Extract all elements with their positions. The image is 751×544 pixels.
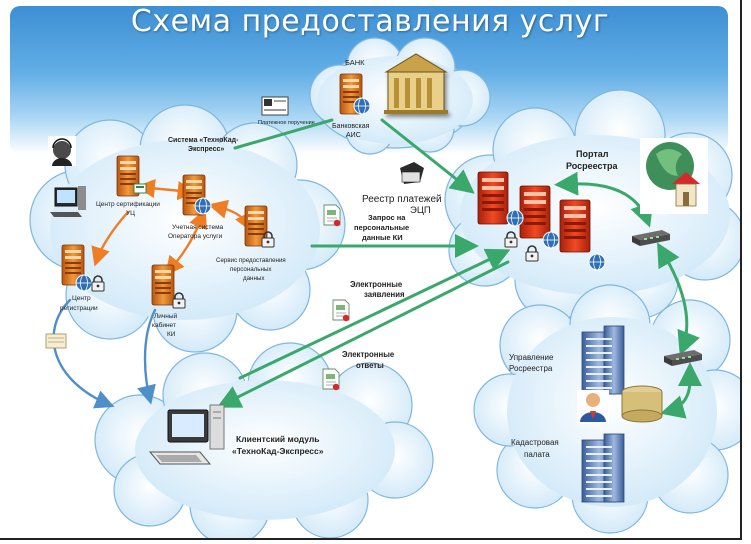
reg-center-label-2: регистрации: [60, 305, 98, 312]
operator-headset-icon: [48, 136, 76, 166]
slide-title: Схема предоставления услуг: [130, 4, 610, 39]
pd-request-doc-icon: [323, 204, 341, 227]
portal-label-1: Портал: [576, 149, 609, 159]
arrow-registration-client: [52, 298, 115, 409]
arrow-portal-client: [216, 260, 510, 408]
directorate-building-icon: [581, 325, 625, 395]
arrow-cabinet-client: [137, 308, 157, 405]
e-answers-label-1: Электронные: [342, 350, 395, 359]
arrow-portal-switch: [554, 171, 654, 228]
client-label-1: Клиентский модуль: [236, 434, 320, 444]
registry-label-2: ЭЦП: [410, 205, 431, 216]
bank-ais-label-1: Банковская: [332, 123, 370, 130]
diagram: БАНК Банковская АИС Платежное поручение …: [29, 37, 740, 538]
payment-order-label: Платежное поручение: [258, 120, 315, 126]
operator-label-1: Учетная система: [172, 224, 224, 231]
reg-center-label-1: Центр: [72, 295, 91, 302]
registry-icon: [400, 162, 424, 184]
workstation-icon: [50, 186, 86, 217]
operator-label-2: Оператора услуги: [168, 233, 223, 240]
answers-doc-icon: [322, 368, 340, 391]
registry-label-1: Реестр платежей: [362, 194, 442, 205]
directorate-label-1: Управление: [509, 353, 554, 362]
client-computer-icon: [148, 404, 225, 465]
registration-globe-icon: [75, 274, 93, 292]
cabinet-label-2: кабинет: [152, 321, 176, 329]
client-label-2: «ТехноКад-Экспресс»: [232, 446, 324, 456]
pd-request-label-3: данные КИ: [362, 233, 403, 242]
database-icon: [621, 385, 663, 423]
arrow-uc-registration: [91, 210, 130, 267]
arrow-bank-portal: [380, 118, 475, 194]
directorate-label-2: Росреестра: [509, 364, 553, 373]
arrow-switch-db: [660, 362, 702, 419]
bank-label: БАНК: [345, 58, 365, 67]
cert-center-label-2: УЦ: [126, 210, 135, 217]
bank-ais-label-2: АИС: [346, 132, 361, 139]
bank-building-icon: [384, 53, 448, 114]
cabinet-label-3: КИ: [167, 331, 176, 338]
e-answers-label-2: ответы: [356, 361, 384, 370]
arrow-system-bank: [233, 118, 334, 150]
statements-doc-icon: [332, 299, 350, 322]
pd-service-label-2: персональных: [230, 266, 272, 273]
cadastral-label-2: палата: [524, 450, 550, 459]
cert-center-label-1: Центр сертификации: [96, 201, 160, 208]
cadastral-label-1: Кадастровая: [511, 438, 559, 447]
cadastral-building-icon: [581, 433, 625, 503]
portal-globe-icon: [506, 209, 524, 227]
system-label-2: Экспресс»: [188, 146, 224, 153]
portal-globe-icon: [588, 253, 606, 271]
operator-globe-icon: [194, 197, 212, 215]
pd-service-label-1: Сервис предоставления: [216, 257, 286, 264]
home-globe-icon: [640, 138, 708, 214]
e-statements-label-2: заявления: [364, 290, 405, 299]
portal-server-icon: [559, 199, 591, 253]
globe-icon: [353, 97, 371, 115]
cabinet-server-icon: [151, 264, 175, 306]
portal-label-2: Росреестра: [566, 161, 618, 171]
pd-request-label-2: персональные: [354, 223, 409, 232]
payment-order-icon: [261, 96, 289, 116]
cloud-system: [29, 104, 346, 353]
portal-globe-icon: [542, 231, 560, 249]
envelope-icon: [45, 333, 67, 349]
user-icon: [577, 390, 609, 424]
e-statements-label-1: Электронные: [350, 280, 403, 289]
pd-service-label-3: данных: [243, 275, 265, 282]
cloud-client: [94, 342, 434, 538]
cabinet-label-1: Личный: [154, 312, 178, 320]
uc-certificate-icon: [133, 183, 147, 194]
arrow-switch-switch: [657, 242, 700, 356]
system-label-1: Система «ТехноКад-: [168, 137, 239, 144]
pd-request-label-1: Запрос на: [368, 213, 406, 222]
portal-server-icon: [519, 185, 551, 239]
portal-server-icon: [477, 171, 509, 225]
arrow-client-portal: [238, 248, 511, 380]
